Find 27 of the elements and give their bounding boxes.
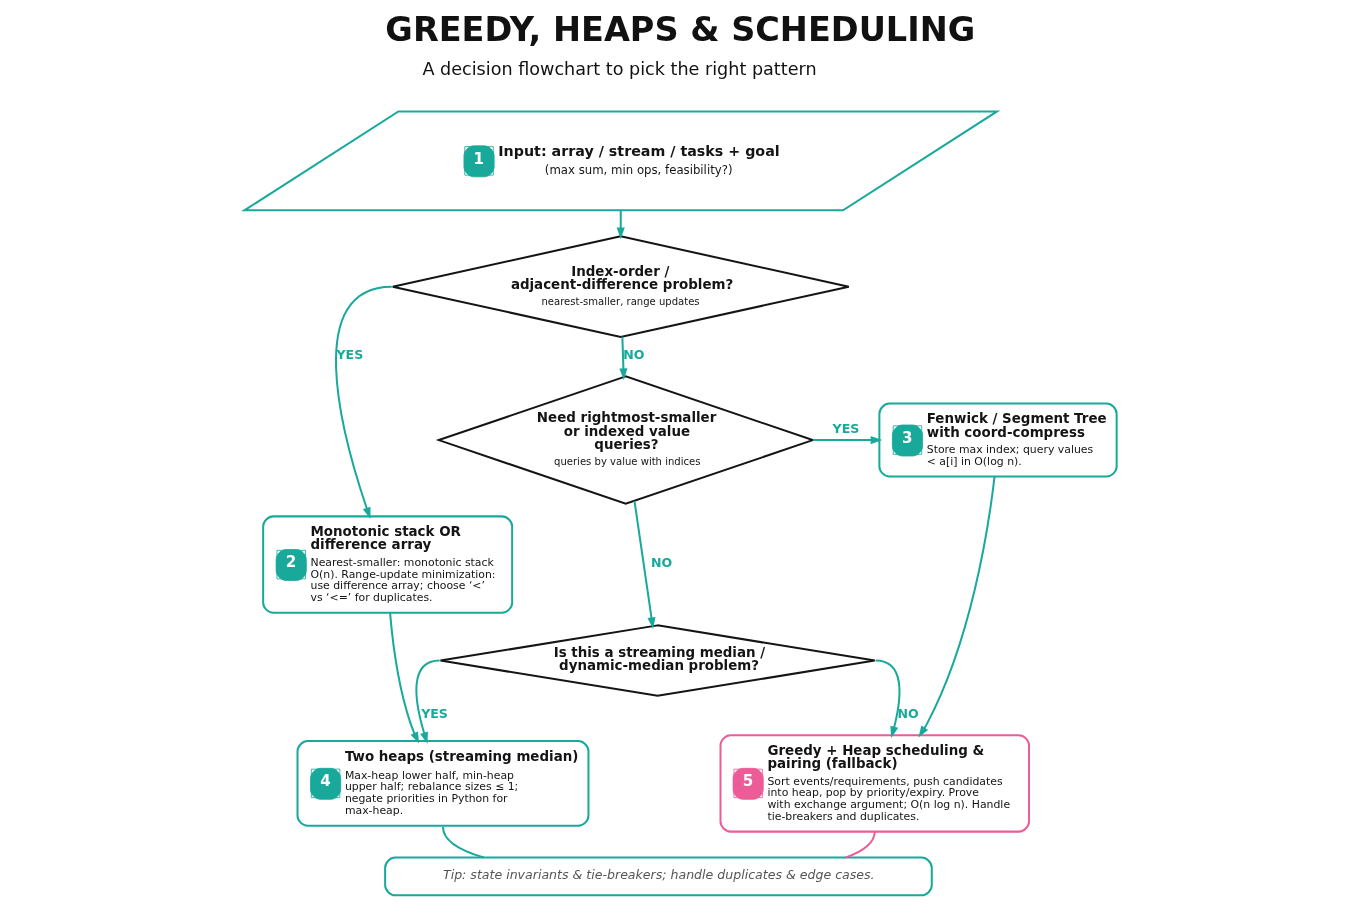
- connector: [844, 831, 876, 859]
- arrow: [812, 436, 882, 445]
- arrow: [917, 476, 996, 738]
- node-diamond: Is this a streaming median / dynamic-median problem?: [438, 624, 876, 697]
- node-box: 3 Fenwick / Segment Tree with coord-compress Store max index; query values < a[i] in O(log n).: [877, 402, 1118, 478]
- edge-label: YES: [336, 346, 363, 362]
- connector: [441, 826, 484, 859]
- edge-label: YES: [420, 705, 448, 721]
- edge-label: NO: [622, 346, 644, 362]
- arrow: [616, 210, 625, 240]
- arrow: [875, 659, 900, 738]
- arrow: [633, 500, 655, 629]
- edge-label: NO: [896, 705, 919, 721]
- edge-label: NO: [650, 554, 672, 570]
- arrow: [414, 659, 440, 744]
- arrow: [388, 612, 419, 744]
- arrow: [334, 285, 392, 519]
- node-diamond: Index-order / adjacent-difference problem? nearest-smaller, range updates: [391, 235, 850, 338]
- node-box: 4 Two heaps (streaming median) Max-heap lower half, min-heap upper half; rebalance sizes ≤ 1; negate priorities in Python for max-heap.: [296, 740, 589, 827]
- arrow: [618, 336, 627, 380]
- edge-label: YES: [832, 420, 859, 436]
- node-box: 5 Greedy + Heap scheduling & pairing (fallback) Sort events/requirements, push candidates into heap, pop by priority/expiry. Prove with exchange argument; O(n log n). Handle tie-breakers and duplicates.: [719, 734, 1030, 833]
- node-diamond: Need rightmost-smaller or indexed value queries? queries by value with indices: [435, 375, 816, 505]
- node-box: Tip: state invariants & tie-breakers; handle duplicates & edge cases.: [383, 856, 933, 897]
- diagram-title: GREEDY, HEAPS & SCHEDULING: [384, 10, 975, 49]
- label: A decision flowchart to pick the right pattern: [421, 58, 817, 79]
- node-box: 2 Monotonic stack OR difference array Nearest-smaller: monotonic stack O(n). Range-update minimization: use difference array; choose ‘<’ vs ‘<=’ for duplicates.: [261, 515, 513, 614]
